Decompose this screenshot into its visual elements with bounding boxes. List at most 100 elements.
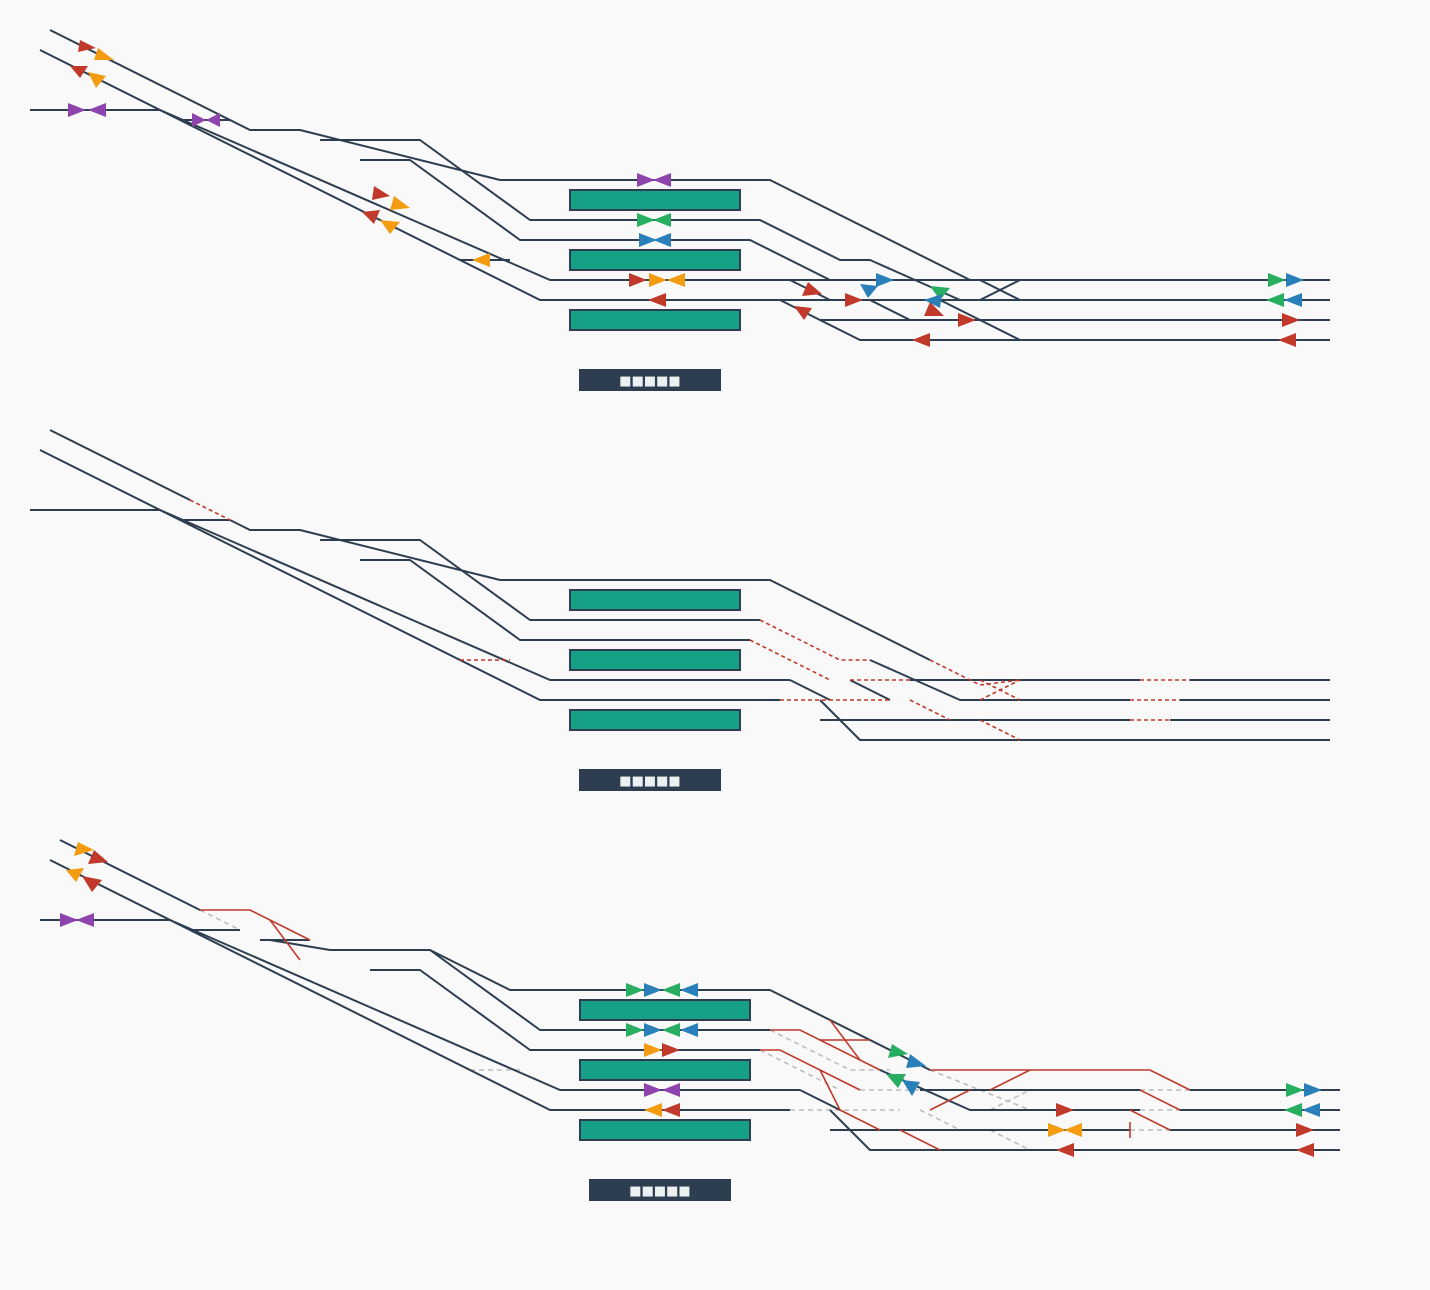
signal-purple-icon [76, 913, 94, 927]
signal-red-icon [1056, 1143, 1074, 1157]
signal-green-icon [662, 1023, 680, 1037]
signal-orange-icon [667, 273, 685, 287]
signal-blue-icon [876, 273, 894, 287]
signal-purple-icon [206, 113, 220, 127]
platforms [579, 999, 751, 1141]
platform-1 [569, 589, 741, 611]
tracks [30, 429, 1330, 741]
signal-green-icon [930, 286, 950, 300]
signal-purple-icon [88, 103, 106, 117]
station-label: ■■■■■ [579, 369, 721, 391]
signal-green-icon [1266, 293, 1284, 307]
signal-blue-icon [1304, 1083, 1322, 1097]
signal-purple-icon [68, 103, 86, 117]
signal-purple-icon [192, 113, 206, 127]
signal-orange-icon [94, 48, 114, 60]
signal-blue-icon [902, 1080, 920, 1096]
signal-red-icon [1278, 333, 1296, 347]
signal-red-icon [662, 1043, 680, 1057]
signal-red-icon [82, 876, 102, 892]
signal-red-icon [362, 210, 380, 224]
signal-red-icon [70, 66, 88, 78]
platform-2 [579, 1059, 751, 1081]
signal-red-icon [924, 302, 944, 316]
active-routes [200, 909, 1191, 1151]
signal-red-icon [78, 40, 96, 52]
station-label-text: ■■■■■ [619, 374, 680, 389]
signal-blue-icon [906, 1054, 926, 1068]
panel-interlocking-routes: ■■■■■ [40, 839, 1340, 1201]
station-label-text: ■■■■■ [629, 1184, 690, 1199]
signal-purple-icon [60, 913, 78, 927]
signal-blue-icon [653, 233, 671, 247]
signal-green-icon [653, 213, 671, 227]
signal-green-icon [888, 1044, 908, 1058]
platform-2 [569, 249, 741, 271]
station-label-text: ■■■■■ [619, 774, 680, 789]
station-label: ■■■■■ [579, 769, 721, 791]
signal-blue-icon [639, 233, 657, 247]
signal-green-icon [626, 1023, 644, 1037]
signal-orange-icon [380, 220, 400, 234]
signal-blue-icon [644, 1023, 662, 1037]
signal-red-icon [1056, 1103, 1074, 1117]
signal-red-icon [958, 313, 976, 327]
signal-blue-icon [644, 983, 662, 997]
signal-orange-icon [66, 868, 84, 882]
signal-orange-icon [644, 1103, 662, 1117]
signal-orange-icon [649, 273, 667, 287]
signal-red-icon [1282, 313, 1300, 327]
signal-orange-icon [390, 196, 410, 210]
signal-red-icon [662, 1103, 680, 1117]
signal-blue-icon [1284, 293, 1302, 307]
signal-blue-icon [924, 294, 942, 308]
section-breaks [189, 499, 1190, 741]
signal-red-icon [1296, 1143, 1314, 1157]
ghost-routes [199, 909, 1190, 1151]
signal-red-icon [88, 850, 108, 864]
signal-blue-icon [1302, 1103, 1320, 1117]
signal-red-icon [794, 306, 812, 320]
signal-green-icon [886, 1074, 906, 1088]
platform-1 [569, 189, 741, 211]
tracks [30, 29, 1330, 341]
station-label: ■■■■■ [589, 1179, 731, 1201]
signal-red-icon [372, 186, 390, 200]
signals [68, 40, 1304, 347]
signal-green-icon [1268, 273, 1286, 287]
signal-blue-icon [1286, 273, 1304, 287]
signal-purple-icon [637, 173, 655, 187]
platform-2 [569, 649, 741, 671]
signal-red-icon [802, 282, 822, 296]
signals [60, 842, 1322, 1157]
signal-purple-icon [644, 1083, 662, 1097]
signal-orange-icon [74, 842, 94, 856]
signal-orange-icon [1048, 1123, 1066, 1137]
signal-green-icon [637, 213, 655, 227]
signal-blue-icon [680, 1023, 698, 1037]
signal-red-icon [648, 293, 666, 307]
panel-signal-layout: ■■■■■ [30, 29, 1330, 391]
signal-green-icon [626, 983, 644, 997]
signal-red-icon [912, 333, 930, 347]
signal-orange-icon [88, 72, 106, 88]
panel-track-sections: ■■■■■ [30, 429, 1330, 791]
signal-red-icon [629, 273, 647, 287]
platform-3 [579, 1119, 751, 1141]
tracks [40, 839, 1340, 1151]
signal-green-icon [662, 983, 680, 997]
signal-green-icon [1286, 1083, 1304, 1097]
signal-green-icon [1284, 1103, 1302, 1117]
signal-red-icon [845, 293, 863, 307]
signal-purple-icon [653, 173, 671, 187]
signal-orange-icon [472, 253, 490, 267]
platform-3 [569, 309, 741, 331]
signal-purple-icon [662, 1083, 680, 1097]
platforms [569, 189, 741, 331]
signal-red-icon [1296, 1123, 1314, 1137]
signal-blue-icon [860, 284, 878, 298]
signal-blue-icon [680, 983, 698, 997]
signal-orange-icon [644, 1043, 662, 1057]
platforms [569, 589, 741, 731]
